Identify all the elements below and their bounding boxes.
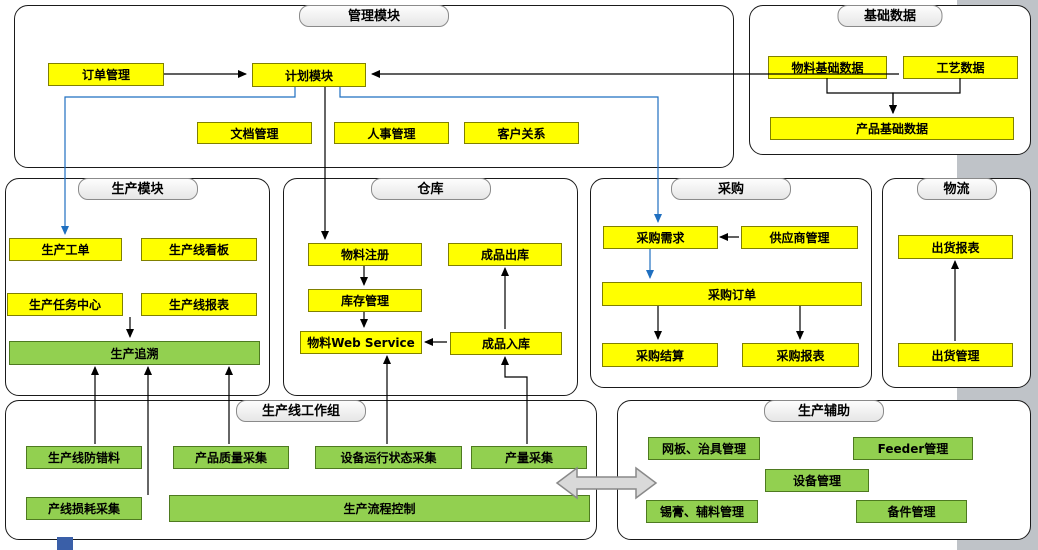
box-inventory-management: 库存管理 bbox=[308, 289, 422, 312]
box-stencil-fixture-management: 网板、治具管理 bbox=[648, 437, 760, 460]
box-purchase-order: 采购订单 bbox=[602, 282, 862, 306]
panel-line-workgroup-title: 生产线工作组 bbox=[236, 400, 366, 422]
box-shipping-management: 出货管理 bbox=[898, 343, 1013, 367]
box-product-base-data: 产品基础数据 bbox=[770, 117, 1014, 140]
panel-base-data: 基础数据 物料基础数据 工艺数据 产品基础数据 bbox=[749, 5, 1031, 155]
box-customer-relations: 客户关系 bbox=[464, 122, 579, 144]
box-quality-collection: 产品质量采集 bbox=[173, 446, 289, 469]
box-error-proofing: 生产线防错料 bbox=[26, 446, 142, 469]
box-process-data: 工艺数据 bbox=[903, 56, 1018, 79]
box-line-report: 生产线报表 bbox=[141, 293, 257, 316]
panel-management: 管理模块 订单管理 计划模块 文档管理 人事管理 客户关系 bbox=[14, 5, 734, 168]
box-feeder-management: Feeder管理 bbox=[853, 437, 973, 460]
box-line-kanban: 生产线看板 bbox=[141, 238, 257, 261]
panel-line-workgroup: 生产线工作组 生产线防错料 产品质量采集 设备运行状态采集 产量采集 产线损耗采… bbox=[5, 400, 597, 540]
box-plan-module: 计划模块 bbox=[252, 63, 366, 87]
box-equipment-status-collection: 设备运行状态采集 bbox=[315, 446, 462, 469]
box-finished-goods-inbound: 成品入库 bbox=[450, 332, 562, 355]
accent-square bbox=[57, 537, 73, 550]
panel-production-aux: 生产辅助 网板、治具管理 Feeder管理 设备管理 锡膏、辅料管理 备件管理 bbox=[617, 400, 1031, 540]
panel-production: 生产模块 生产工单 生产线看板 生产任务中心 生产线报表 生产追溯 bbox=[5, 178, 270, 396]
box-finished-goods-outbound: 成品出库 bbox=[448, 243, 562, 266]
box-hr-management: 人事管理 bbox=[334, 122, 449, 144]
box-solder-paste-management: 锡膏、辅料管理 bbox=[646, 500, 758, 523]
panel-base-data-title: 基础数据 bbox=[837, 5, 943, 27]
box-supplier-management: 供应商管理 bbox=[741, 226, 858, 249]
panel-management-title: 管理模块 bbox=[299, 5, 449, 27]
box-task-center: 生产任务中心 bbox=[7, 293, 123, 316]
box-purchase-report: 采购报表 bbox=[742, 343, 859, 367]
box-equipment-management: 设备管理 bbox=[765, 469, 869, 492]
panel-warehouse-title: 仓库 bbox=[370, 178, 491, 200]
panel-purchase-title: 采购 bbox=[671, 178, 791, 200]
panel-logistics: 物流 出货报表 出货管理 bbox=[882, 178, 1031, 388]
panel-production-title: 生产模块 bbox=[77, 178, 198, 200]
panel-purchase: 采购 采购需求 供应商管理 采购订单 采购结算 采购报表 bbox=[590, 178, 872, 388]
box-purchase-demand: 采购需求 bbox=[603, 226, 718, 249]
box-production-work-order: 生产工单 bbox=[9, 238, 122, 261]
box-output-collection: 产量采集 bbox=[471, 446, 587, 469]
box-shipping-report: 出货报表 bbox=[898, 235, 1013, 259]
box-loss-collection: 产线损耗采集 bbox=[26, 497, 142, 520]
panel-production-aux-title: 生产辅助 bbox=[764, 400, 884, 422]
box-process-control: 生产流程控制 bbox=[169, 495, 590, 522]
panel-warehouse: 仓库 物料注册 成品出库 库存管理 物料Web Service 成品入库 bbox=[283, 178, 578, 396]
box-order-management: 订单管理 bbox=[48, 63, 164, 86]
box-purchase-settlement: 采购结算 bbox=[602, 343, 718, 367]
box-spare-parts-management: 备件管理 bbox=[856, 500, 967, 523]
box-production-trace: 生产追溯 bbox=[9, 341, 260, 365]
panel-logistics-title: 物流 bbox=[916, 178, 997, 200]
box-material-web-service: 物料Web Service bbox=[300, 331, 422, 354]
box-document-management: 文档管理 bbox=[197, 122, 312, 144]
box-material-registration: 物料注册 bbox=[308, 243, 422, 266]
box-material-base-data: 物料基础数据 bbox=[768, 56, 887, 79]
